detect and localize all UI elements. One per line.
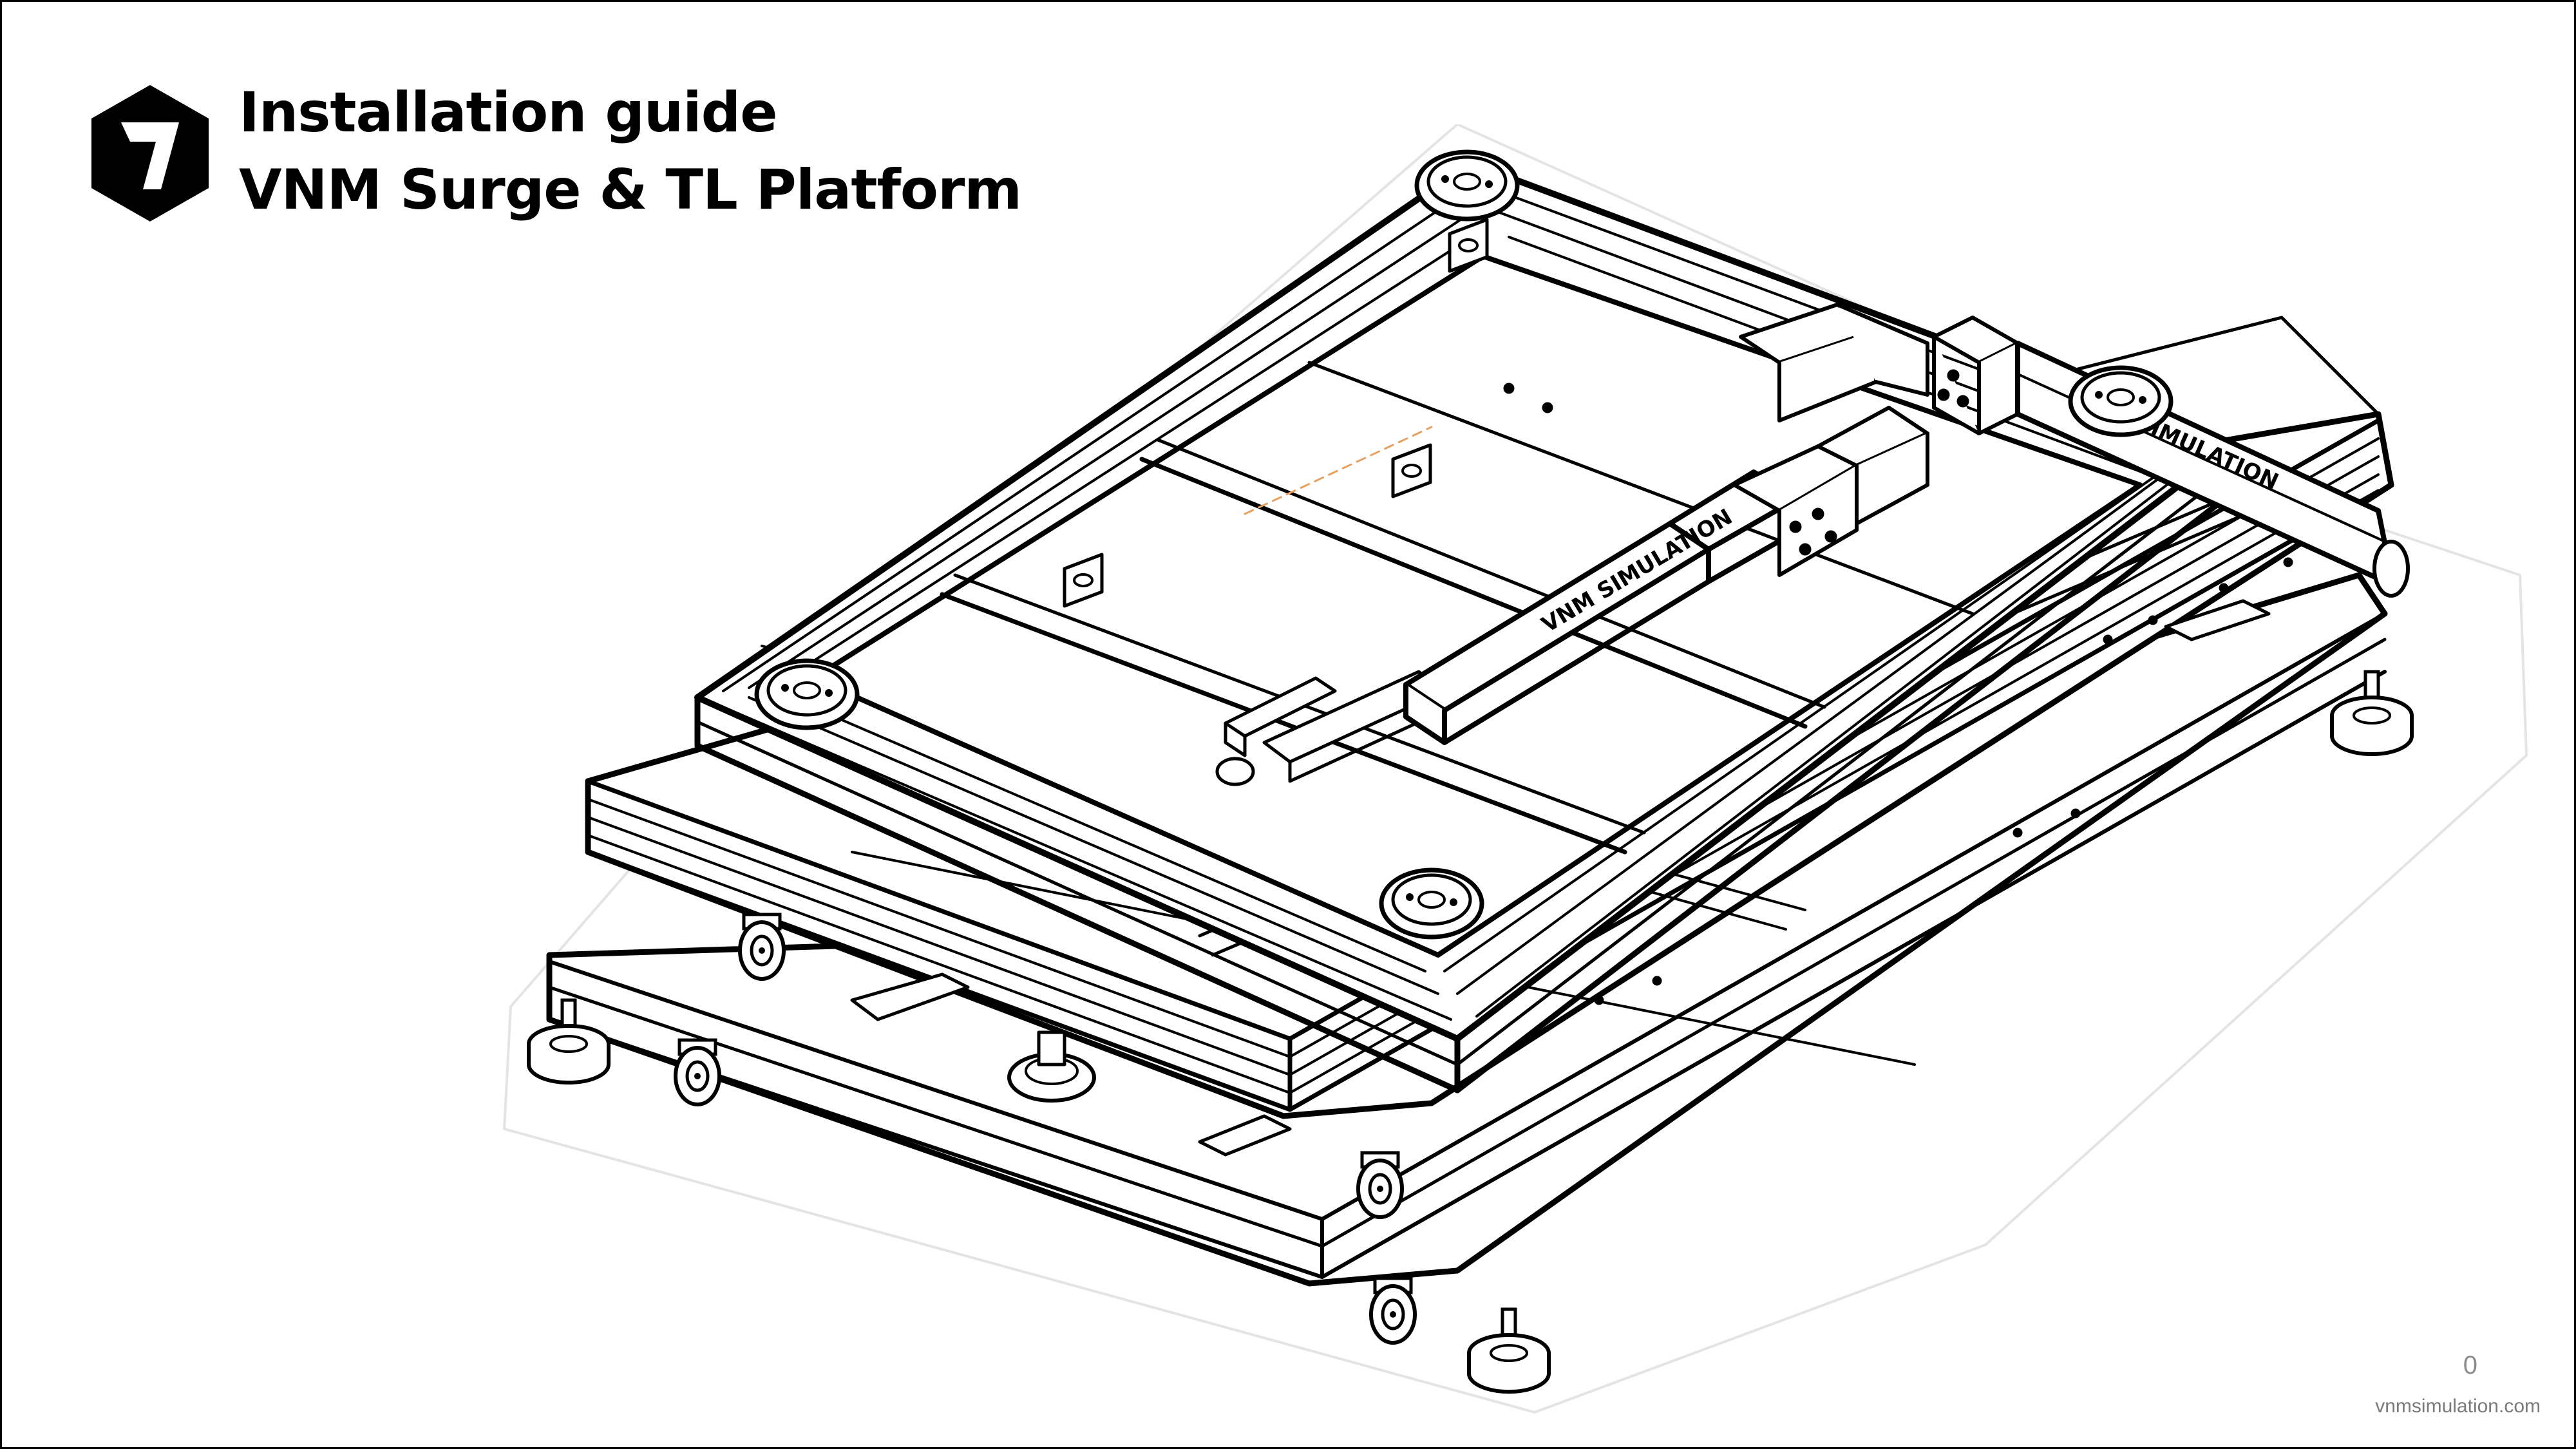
- document-title: Installation guide: [239, 80, 778, 145]
- footer-url: vnmsimulation.com: [2375, 1396, 2541, 1417]
- vnm-hexagon-logo-icon: [91, 85, 209, 222]
- page-number: 0: [2463, 1351, 2477, 1379]
- title-block: Installation guide VNM Surge & TL Platfo…: [239, 74, 1022, 229]
- platform-line-drawing: VNM SIMULATION VNM SIMULATION: [503, 124, 2528, 1414]
- document-subtitle: VNM Surge & TL Platform: [239, 158, 1022, 222]
